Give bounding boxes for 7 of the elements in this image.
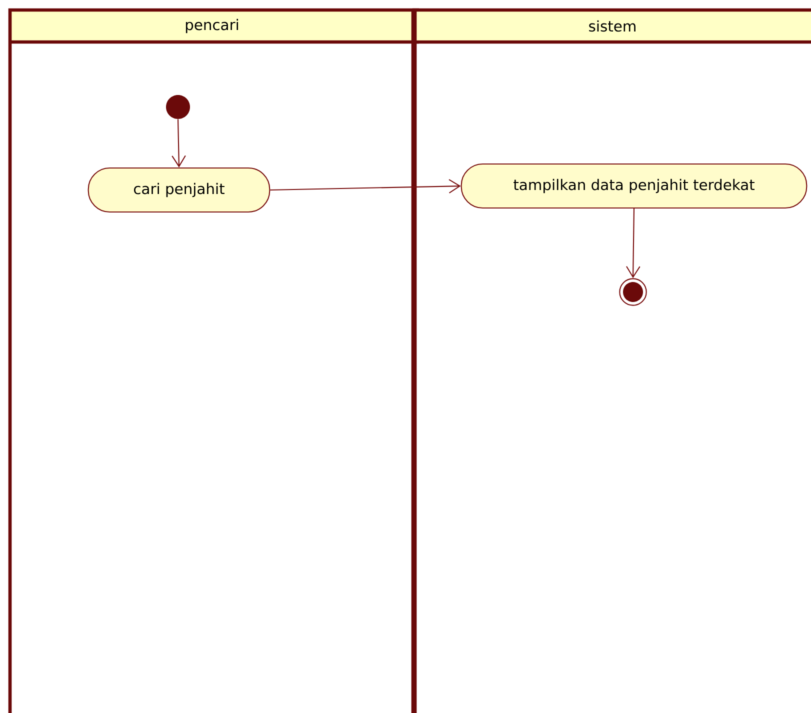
end-node (619, 278, 647, 306)
action-box: tampilkan data penjahit terdekat (460, 163, 808, 209)
arrow (270, 179, 461, 194)
action-box: cari penjahit (88, 167, 270, 213)
start-node (166, 95, 190, 119)
arrow (626, 208, 640, 278)
arrow (172, 119, 186, 168)
